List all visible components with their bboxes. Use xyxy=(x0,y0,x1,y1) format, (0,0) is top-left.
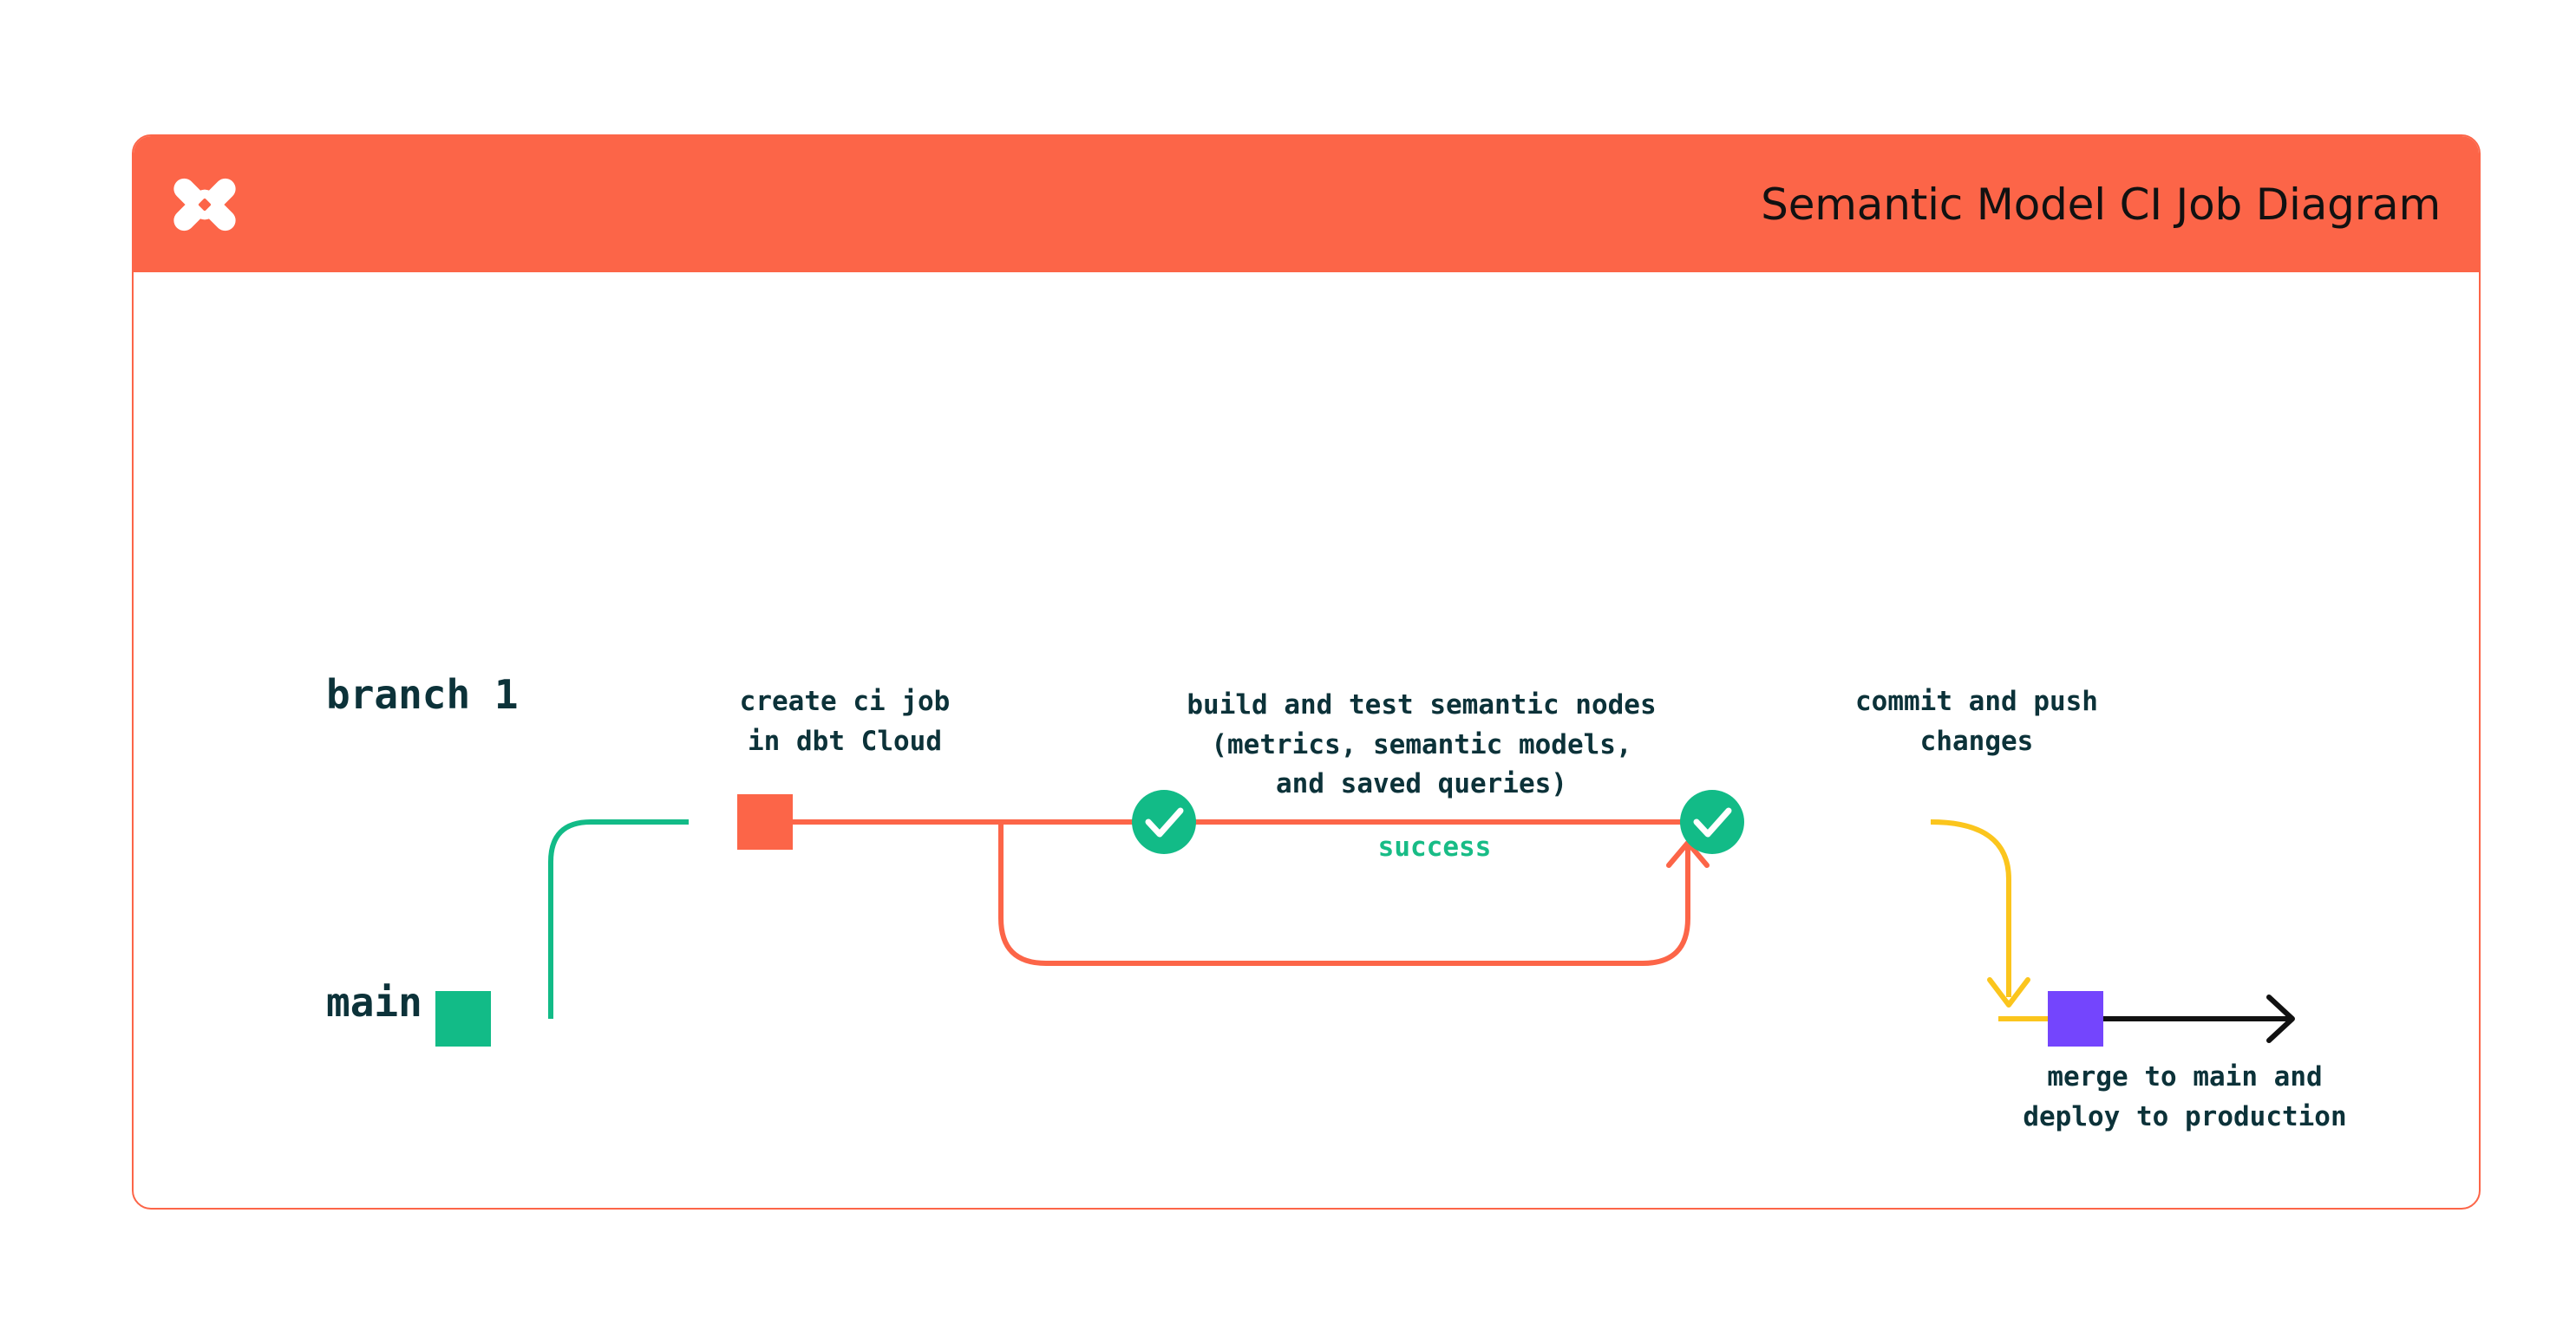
edge-label-success: success xyxy=(1353,830,1516,866)
card-header: Semantic Model CI Job Diagram xyxy=(134,136,2479,272)
success-loop-edge xyxy=(998,822,1690,966)
marker-build-test-check-circle[interactable] xyxy=(1132,790,1196,854)
lane-label-main: main xyxy=(326,979,422,1026)
page-title: Semantic Model CI Job Diagram xyxy=(1761,179,2441,230)
marker-merge-to-main-square[interactable] xyxy=(2048,991,2103,1047)
dbt-logo-icon xyxy=(165,165,245,245)
diagram-svg xyxy=(435,790,2295,1047)
merge-down-arrowhead xyxy=(1987,977,2030,1008)
node-label-commit-and-push: commit and push changes xyxy=(1855,686,2098,757)
main-continue-arrowhead xyxy=(2266,995,2295,1043)
lane-label-branch-1: branch 1 xyxy=(326,671,519,718)
marker-create-ci-job-square[interactable] xyxy=(737,794,793,850)
node-label-merge-to-main: merge to main and deploy to production xyxy=(2023,1061,2347,1132)
node-label-build-test-semantic-nodes: build and test semantic nodes (metrics, … xyxy=(1187,689,1657,800)
marker-main-start-square[interactable] xyxy=(435,991,491,1047)
branch-off-edge xyxy=(548,819,689,1019)
marker-commit-push-check-circle[interactable] xyxy=(1680,790,1744,854)
diagram-card: Semantic Model CI Job Diagram xyxy=(132,134,2481,1210)
diagram-canvas xyxy=(134,272,2479,1210)
merge-down-edge xyxy=(1930,819,2011,997)
node-label-create-ci-job: create ci job in dbt Cloud xyxy=(739,686,951,757)
